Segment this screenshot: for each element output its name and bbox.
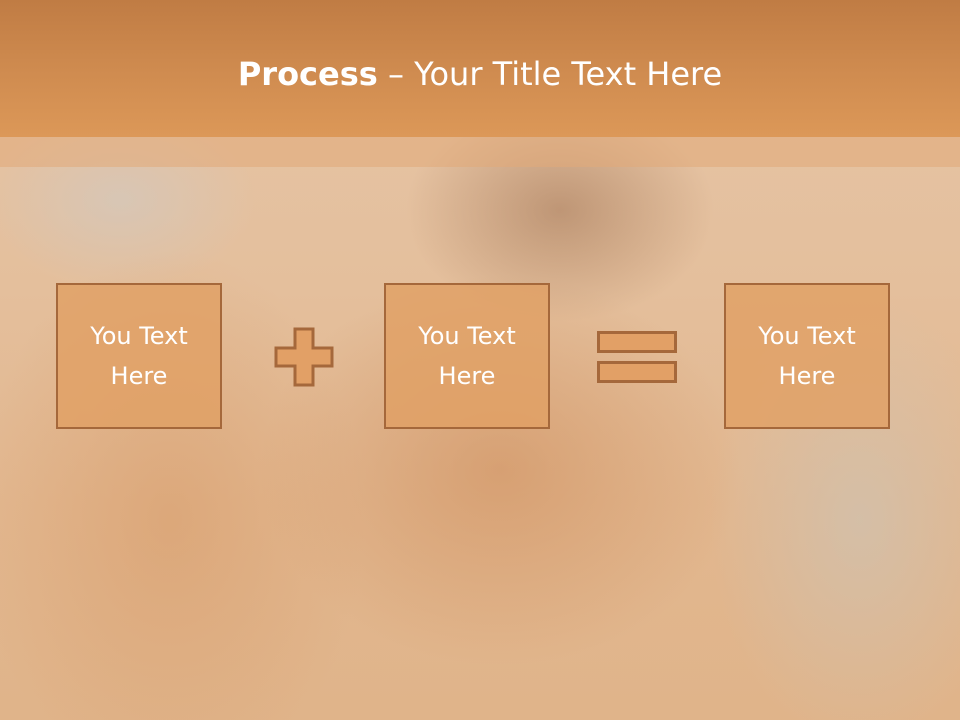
- process-box-3[interactable]: You Text Here: [724, 283, 890, 429]
- process-box-3-line2: Here: [778, 362, 836, 390]
- process-box-1-text: You Text Here: [90, 316, 188, 396]
- title-bold-part: Process: [237, 55, 378, 93]
- title-banner-strip: [0, 137, 960, 167]
- title-rest-part: – Your Title Text Here: [377, 55, 723, 93]
- process-box-2-line1: You Text: [418, 322, 516, 350]
- page-title[interactable]: Process – Your Title Text Here: [0, 52, 960, 96]
- title-banner: [0, 0, 960, 137]
- process-box-1-line1: You Text: [90, 322, 188, 350]
- process-box-3-line1: You Text: [758, 322, 856, 350]
- equals-icon[interactable]: [597, 331, 677, 383]
- process-box-2[interactable]: You Text Here: [384, 283, 550, 429]
- process-box-2-text: You Text Here: [418, 316, 516, 396]
- process-box-1-line2: Here: [110, 362, 168, 390]
- process-box-3-text: You Text Here: [758, 316, 856, 396]
- process-box-2-line2: Here: [438, 362, 496, 390]
- plus-icon[interactable]: [274, 327, 334, 387]
- process-box-1[interactable]: You Text Here: [56, 283, 222, 429]
